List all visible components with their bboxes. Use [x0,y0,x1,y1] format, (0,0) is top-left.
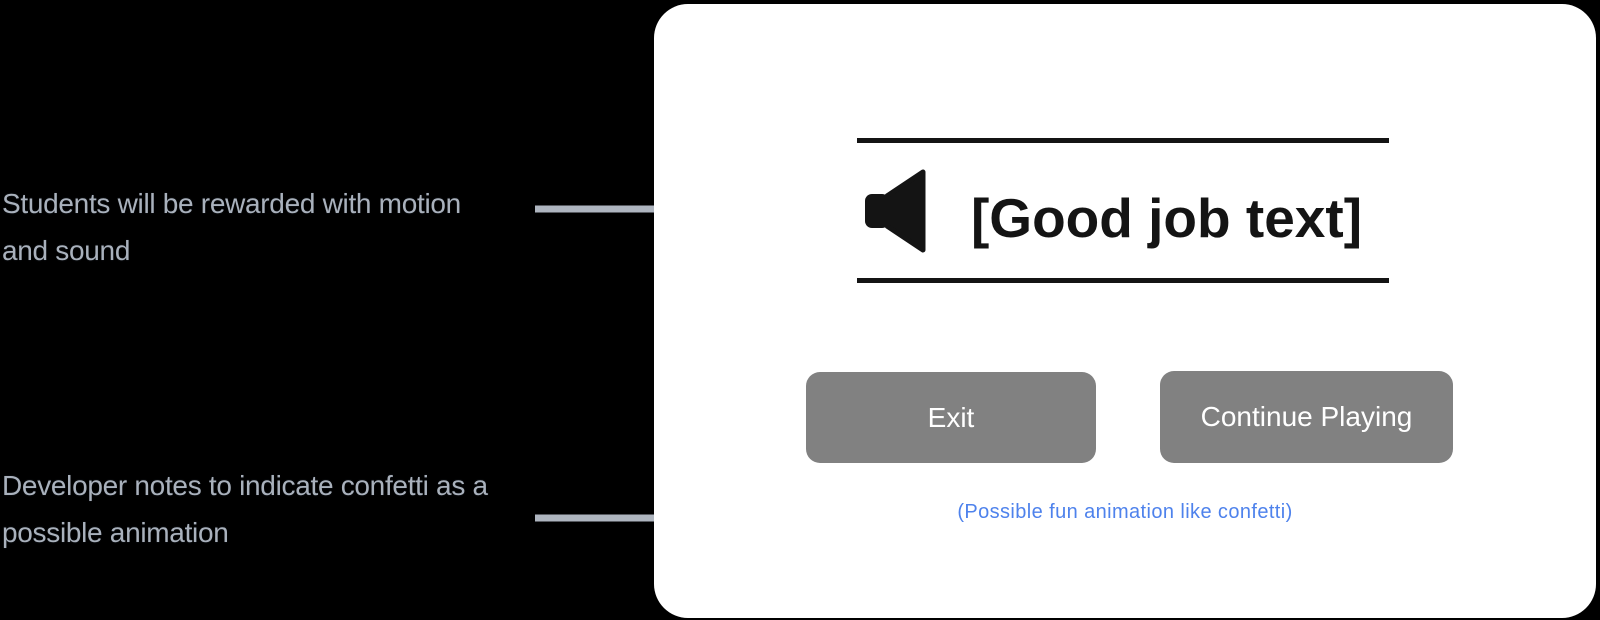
annotation-confetti-line2: possible animation [2,517,229,548]
annotation-confetti-line1: Developer notes to indicate confetti as … [2,470,488,501]
dialog-title: [Good job text] [970,187,1363,249]
annotation-reward-note: Students will be rewarded with motion an… [2,180,461,274]
annotation-confetti-note: Developer notes to indicate confetti as … [2,462,488,556]
title-divider-bottom [857,278,1389,283]
speaker-icon[interactable] [863,168,929,254]
annotation-reward-line1: Students will be rewarded with motion [2,188,461,219]
title-divider-top [857,138,1389,143]
annotation-reward-line2: and sound [2,235,131,266]
continue-playing-button[interactable]: Continue Playing [1160,371,1453,463]
confetti-animation-note: (Possible fun animation like confetti) [957,501,1293,523]
dialog-card: [Good job text] Exit Continue Playing (P… [654,4,1596,618]
exit-button[interactable]: Exit [806,372,1096,463]
